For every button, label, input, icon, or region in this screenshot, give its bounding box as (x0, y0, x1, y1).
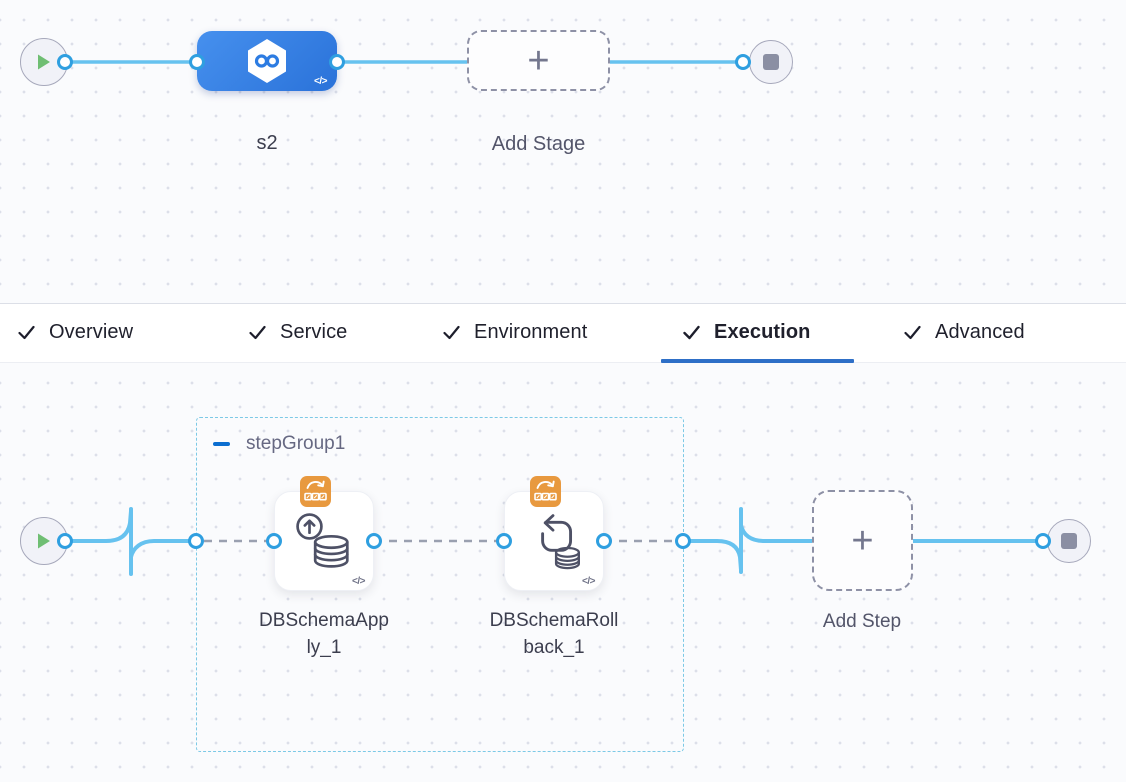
step-group-header: stepGroup1 (213, 432, 345, 456)
pipeline-end-node (749, 40, 793, 84)
port-dbapply-in[interactable] (266, 533, 282, 549)
db-schema-rollback-icon (541, 514, 580, 570)
port-exec-end-in[interactable] (1035, 533, 1051, 549)
step-label-dbschemarollback: DBSchemaRollback_1 (489, 610, 619, 658)
plus-icon: + (851, 519, 874, 562)
harness-stage-icon (248, 39, 286, 83)
step-group-title: stepGroup1 (246, 433, 346, 454)
port-dbrollback-out[interactable] (596, 533, 612, 549)
check-icon (443, 325, 460, 339)
plus-icon: + (527, 39, 550, 82)
port-start-out[interactable] (57, 54, 73, 70)
stage-config-tabbar: Overview Service Environment Execution A… (0, 303, 1126, 363)
stage-node-s2[interactable]: </> (197, 31, 337, 91)
port-group-in[interactable] (188, 533, 204, 549)
execution-canvas (0, 363, 1126, 782)
yaml-code-icon: </> (314, 76, 327, 87)
yaml-code-icon: </> (352, 576, 365, 587)
port-stage-in[interactable] (189, 54, 205, 70)
stop-icon (763, 54, 779, 70)
db-schema-apply-icon (296, 513, 349, 568)
stage-label: s2 (256, 132, 278, 154)
collapse-group-icon[interactable] (213, 442, 230, 446)
play-icon (38, 533, 50, 549)
port-dbapply-out[interactable] (366, 533, 382, 549)
template-badge-icon (530, 476, 561, 507)
port-dbrollback-in[interactable] (496, 533, 512, 549)
check-icon (18, 325, 35, 339)
template-badge-icon (300, 476, 331, 507)
yaml-code-icon: </> (582, 576, 595, 587)
execution-end-node (1047, 519, 1091, 563)
port-exec-start-out[interactable] (57, 533, 73, 549)
tab-advanced[interactable]: Advanced (904, 304, 1025, 360)
port-group-out[interactable] (675, 533, 691, 549)
active-tab-underline (661, 359, 854, 363)
tab-label: Environment (474, 320, 588, 343)
check-icon (683, 325, 700, 339)
tab-environment[interactable]: Environment (443, 304, 587, 360)
port-stage-out[interactable] (329, 54, 345, 70)
step-group-container (196, 417, 684, 752)
tab-label: Execution (714, 320, 811, 343)
stop-icon (1061, 533, 1077, 549)
tab-label: Advanced (935, 320, 1025, 343)
add-step-button[interactable]: + (812, 490, 913, 591)
tab-service[interactable]: Service (249, 304, 347, 360)
check-icon (249, 325, 266, 339)
add-stage-label: Add Stage (491, 133, 586, 155)
port-end-in[interactable] (735, 54, 751, 70)
step-node-dbschemarollback[interactable]: </> (504, 491, 604, 591)
step-label-dbschemaapply: DBSchemaApply_1 (259, 610, 389, 658)
tab-execution[interactable]: Execution (683, 304, 810, 360)
add-step-label: Add Step (822, 611, 902, 632)
tab-overview[interactable]: Overview (18, 304, 133, 360)
tab-label: Service (280, 320, 348, 343)
tab-label: Overview (49, 320, 134, 343)
play-icon (38, 54, 50, 70)
check-icon (904, 325, 921, 339)
add-stage-button[interactable]: + (467, 30, 610, 91)
